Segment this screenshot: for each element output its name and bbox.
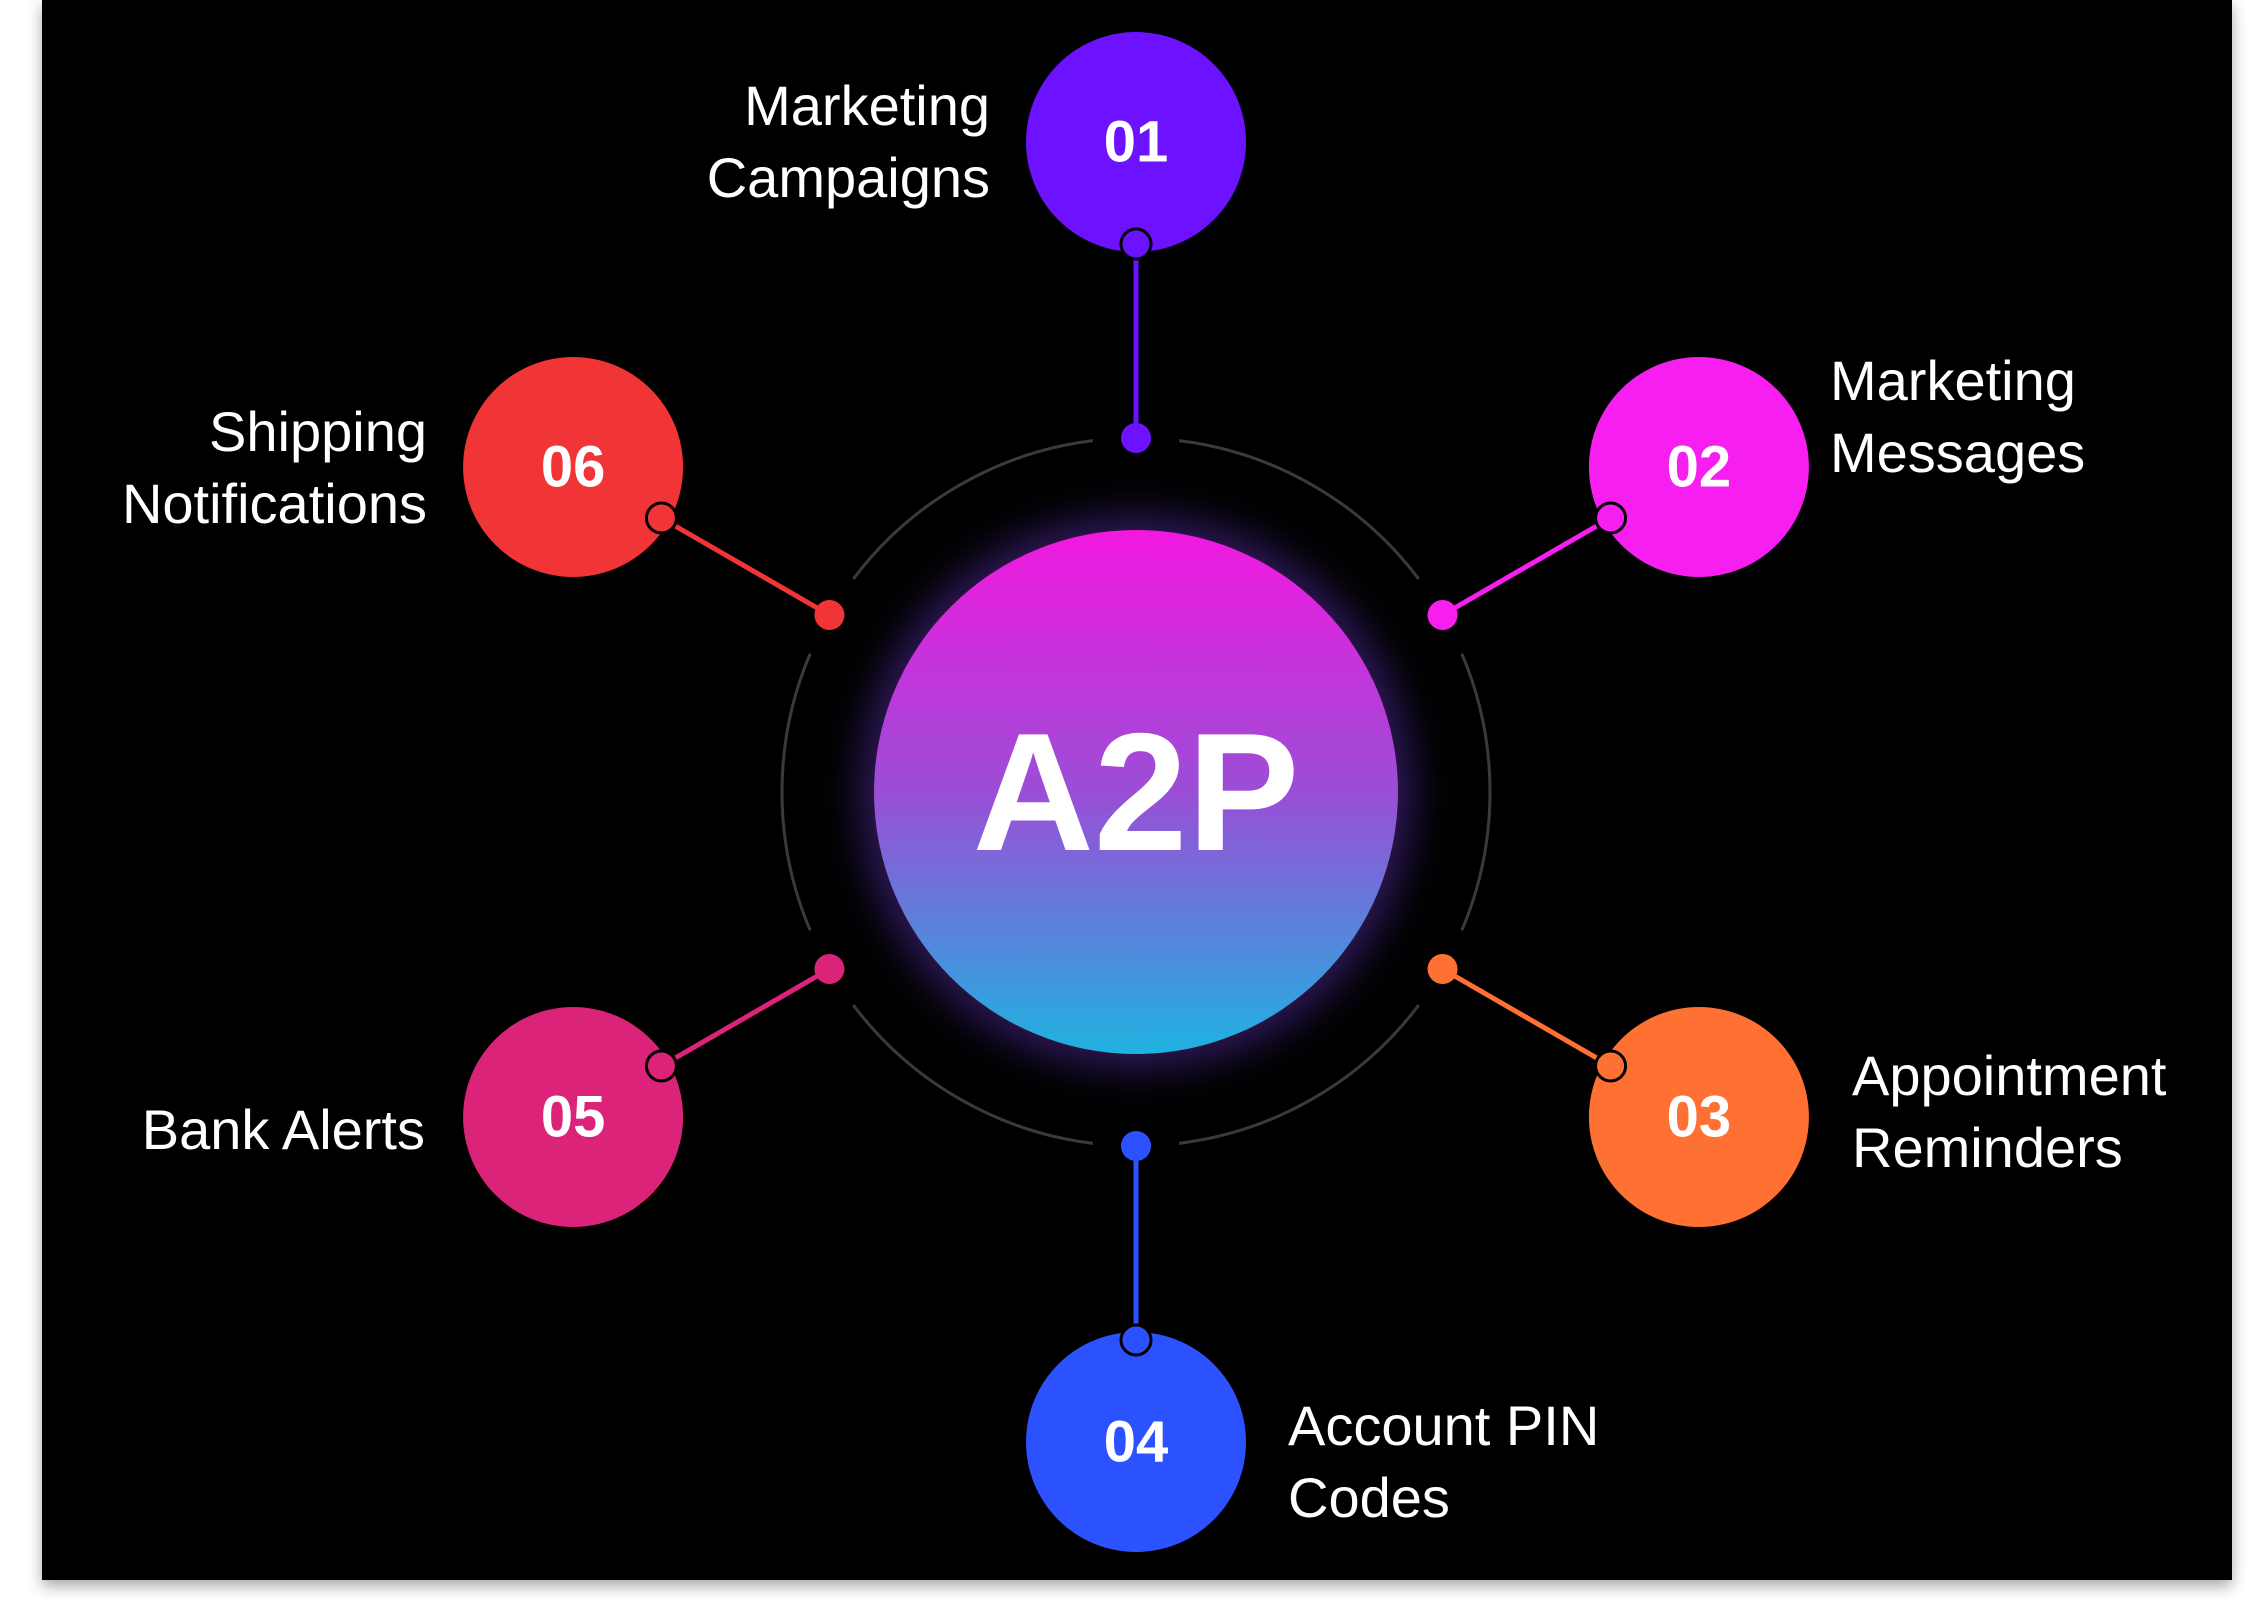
node-05-joint [644,1049,678,1083]
node-06-connector [660,515,831,618]
node-01-joint [1119,227,1153,261]
ring-arc [852,1004,1094,1145]
node-04-joint [1119,1323,1153,1357]
node-02-circle [1588,357,1809,577]
node-06-joint [644,501,678,535]
ring-arc [1178,439,1420,580]
node-03-label: Appointment Reminders [1852,1044,2167,1179]
node-01-number: 01 [1104,110,1169,175]
node-05-number: 05 [541,1085,606,1150]
node-02-joint [1594,501,1628,535]
node-06-ring-dot [814,600,845,630]
ring-arc [1460,653,1492,931]
center-label: A2P [973,698,1300,886]
node-06-circle [463,357,684,577]
node-04-circle [1026,1332,1246,1552]
node-03-connector [1441,966,1612,1069]
node-05-ring-dot [814,954,845,984]
node-06-number: 06 [541,435,606,500]
node-03-circle [1588,1007,1809,1227]
ring-arc [852,439,1094,580]
ring-arc [1178,1004,1420,1145]
node-01-ring-dot [1121,423,1151,453]
node-01-label: Marketing Campaigns [706,74,990,209]
node-02-number: 02 [1667,435,1732,500]
node-01-circle [1026,32,1246,252]
node-02-label: Marketing Messages [1830,349,2086,484]
nodes: 01 02 03 04 05 06 [463,32,1809,1552]
connectors [660,244,1612,1340]
node-04-label: Account PIN Codes [1288,1394,1600,1529]
node-04-number: 04 [1104,1410,1169,1475]
node-03-number: 03 [1667,1085,1732,1150]
node-03-ring-dot [1427,954,1458,984]
ring-arc [780,653,812,931]
node-03-joint [1594,1049,1628,1083]
node-05-connector [660,966,831,1069]
outer-ring [780,439,1492,1145]
node-06-label: Shipping Notifications [121,400,427,535]
node-04-ring-dot [1121,1131,1151,1161]
center-circle [874,530,1398,1054]
node-02-connector [1441,515,1612,618]
node-05-label: Bank Alerts [141,1098,425,1161]
node-05-circle [463,1007,684,1227]
node-02-ring-dot [1427,600,1458,630]
